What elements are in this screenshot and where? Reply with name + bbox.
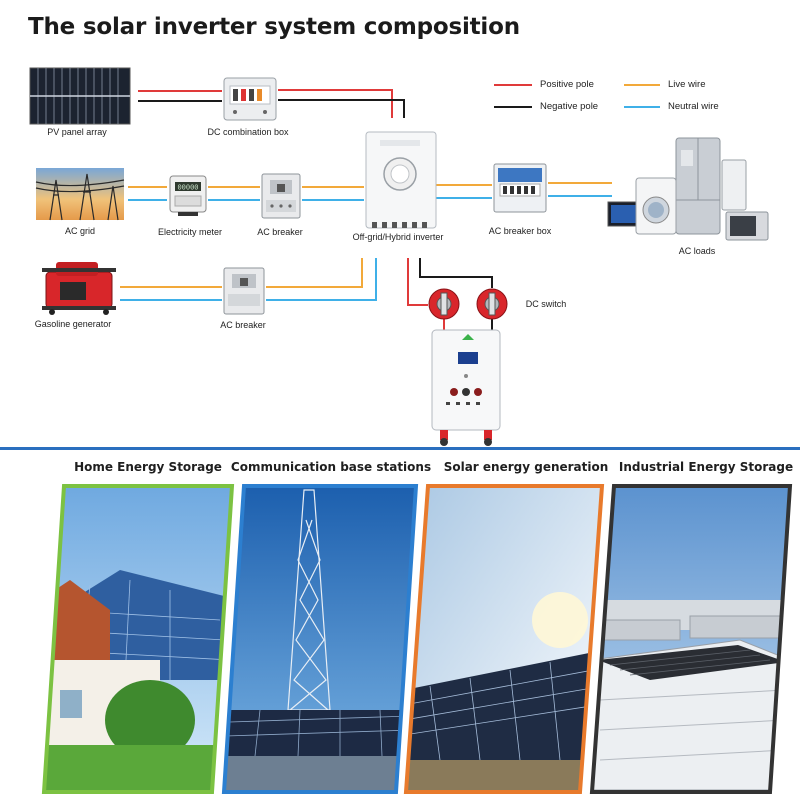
dc-switch-2 <box>476 288 508 320</box>
inverter-label: Off-grid/Hybrid inverter <box>352 232 444 242</box>
gen-breaker-neutral-wire <box>266 258 377 301</box>
generator-label: Gasoline generator <box>34 319 112 329</box>
ac-loads-label: AC loads <box>678 246 716 256</box>
pv-array-label: PV panel array <box>47 127 107 137</box>
ac-breaker-2-label: AC breaker <box>220 320 266 330</box>
ac-grid-image <box>35 168 125 221</box>
legend-live-label: Live wire <box>668 79 706 90</box>
battery-pack <box>431 329 501 446</box>
ac-breaker-box-label: AC breaker box <box>488 226 552 236</box>
section-divider <box>0 447 800 450</box>
card-solar-energy-generation <box>403 484 605 794</box>
card-home-energy-storage <box>41 484 235 794</box>
combiner-negative-wire <box>278 99 405 118</box>
battery-negative-wire <box>419 258 493 288</box>
wiring-diagram <box>0 84 800 450</box>
ac-grid-label: AC grid <box>64 226 96 236</box>
card-title-industrial: Industrial Energy Storage <box>618 460 794 474</box>
battery-positive-wire <box>407 258 428 306</box>
ac-breaker-1-label: AC breaker <box>257 227 303 237</box>
page-title: The solar inverter system composition <box>28 14 520 40</box>
ac-breaker-1 <box>261 173 301 219</box>
legend-positive-label: Positive pole <box>540 79 594 90</box>
ac-breaker-box <box>493 163 547 213</box>
legend-neutral-label: Neutral wire <box>668 101 719 112</box>
card-communication-base-stations <box>221 484 419 794</box>
card-industrial-energy-storage <box>589 484 793 794</box>
hybrid-inverter <box>365 131 437 229</box>
legend-negative-label: Negative pole <box>540 101 599 112</box>
dc-switch-1 <box>428 288 460 320</box>
card-title-comm: Communication base stations <box>230 460 432 474</box>
dc-switch-label: DC switch <box>525 299 567 309</box>
dc-combiner-label: DC combination box <box>207 127 289 137</box>
meter-label: Electricity meter <box>157 227 223 237</box>
dc-combination-box <box>223 77 277 121</box>
svg-text:00000: 00000 <box>177 185 198 193</box>
gasoline-generator <box>42 262 116 315</box>
pv-panel-array <box>29 67 131 125</box>
card-title-home: Home Energy Storage <box>74 460 222 474</box>
electricity-meter: 00000 <box>169 175 207 216</box>
combiner-positive-wire <box>278 89 393 118</box>
ac-breaker-2 <box>223 267 265 315</box>
card-title-solar: Solar energy generation <box>443 460 609 474</box>
gen-breaker-live-wire <box>266 258 363 288</box>
ac-loads-appliances <box>607 137 769 241</box>
